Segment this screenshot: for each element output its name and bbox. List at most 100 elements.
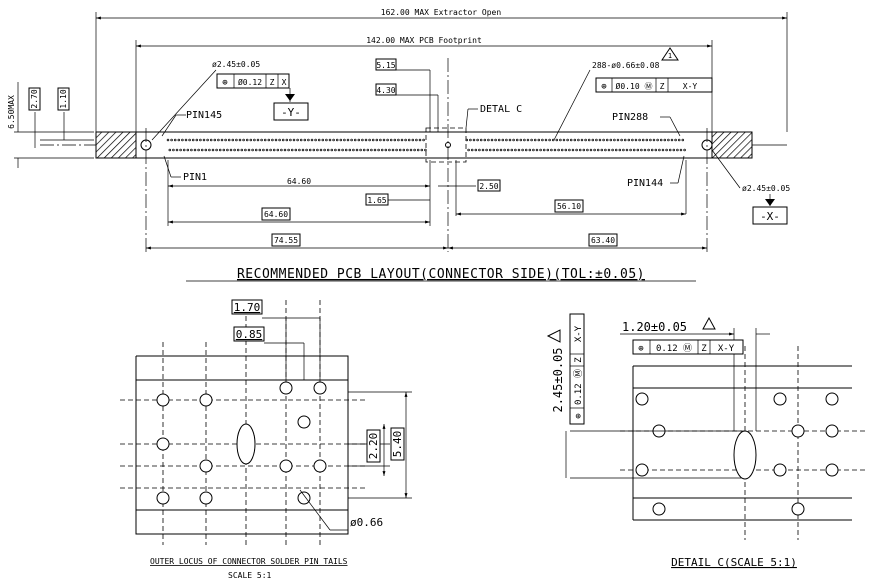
pin-dot: [656, 138, 659, 142]
pin-dot: [240, 148, 244, 152]
top-caption: RECOMMENDED PCB LAYOUT(CONNECTOR SIDE)(T…: [237, 267, 645, 282]
pin-dot: [532, 148, 535, 152]
detail-pin-hole: [791, 424, 805, 438]
pin-dot: [244, 148, 247, 152]
pin-dot: [289, 138, 292, 142]
pin-dot: [224, 138, 227, 142]
pin-dot: [596, 148, 600, 152]
pin-dot: [206, 138, 209, 142]
pin-dot: [568, 148, 571, 152]
pin-dot: [632, 148, 636, 152]
pin-dot: [652, 138, 656, 142]
solder-pin-hole: [156, 437, 170, 451]
pin-dot: [317, 138, 321, 142]
pin-dot: [638, 138, 641, 142]
pin-dot: [397, 138, 400, 142]
svg-text:Z: Z: [660, 82, 665, 91]
pin-dot: [575, 148, 578, 152]
pin-dot: [350, 138, 353, 142]
pin-dot: [276, 148, 280, 152]
pin-dot: [654, 148, 658, 152]
pin-dot: [209, 138, 213, 142]
pin-dot: [364, 138, 368, 142]
pin-dot: [483, 138, 487, 142]
pin-dot: [413, 148, 416, 152]
pin-dot: [537, 138, 541, 142]
pin-dot: [674, 138, 677, 142]
svg-text:⊕: ⊕: [638, 344, 643, 354]
pin-dot: [541, 138, 544, 142]
pin-dot: [238, 138, 242, 142]
pin-dot: [267, 138, 271, 142]
solder-pin-hole: [279, 459, 293, 473]
pin-dot: [166, 138, 170, 142]
solder-pin-hole: [297, 415, 311, 429]
pin-dot: [512, 138, 515, 142]
dim-165: 1.65: [367, 196, 386, 205]
pin-dot: [314, 138, 317, 142]
pin-dot: [258, 148, 262, 152]
pin-dot: [616, 138, 620, 142]
pin-dot: [487, 138, 490, 142]
pin-dot: [283, 148, 287, 152]
svg-text:0.12 Ⓜ: 0.12 Ⓜ: [573, 369, 584, 405]
pin-dot: [618, 148, 622, 152]
svg-text:X-Y: X-Y: [718, 344, 735, 354]
pin-dot: [492, 148, 496, 152]
pin-dot: [191, 138, 195, 142]
detail-pin-hole: [825, 392, 839, 406]
pin-dot: [544, 138, 548, 142]
detail-view: 2.45±0.05 ⊕ 0.12 Ⓜ Z X-Y 1.20±0.05 ⊕ 0.1…: [546, 313, 866, 569]
svg-text:⊕: ⊕: [574, 413, 584, 418]
pin-dot: [339, 138, 343, 142]
pin-dot: [631, 138, 634, 142]
pin-field: [166, 138, 686, 152]
pin-dot: [586, 148, 589, 152]
pin-dot: [323, 148, 326, 152]
pin-dot: [357, 138, 361, 142]
pin-dot: [319, 148, 323, 152]
svg-text:⊕: ⊕: [222, 78, 227, 88]
pin-dot: [359, 148, 362, 152]
detail-pin-hole: [652, 502, 666, 516]
pin-dot: [346, 138, 350, 142]
pin-dot: [335, 138, 339, 142]
pin-dot: [278, 138, 281, 142]
dim-extractor: 162.00 MAX Extractor Open: [381, 8, 502, 17]
pin-dot: [611, 148, 614, 152]
pin-dot: [355, 148, 359, 152]
pin-dot: [641, 138, 645, 142]
pin-dot: [188, 138, 191, 142]
datum-x: -X-: [760, 210, 780, 223]
pin-dot: [510, 148, 514, 152]
pin-dot: [625, 148, 629, 152]
pin-dot: [643, 148, 647, 152]
pin-dot: [416, 148, 420, 152]
pin-dot: [481, 148, 485, 152]
pin-dot: [517, 148, 521, 152]
pin-dot: [672, 148, 676, 152]
svg-text:⊕: ⊕: [601, 82, 606, 92]
dia-right: ø2.45±0.05: [742, 184, 790, 193]
pin-dot: [377, 148, 380, 152]
pin-dot: [470, 148, 474, 152]
pin-dot: [571, 148, 575, 152]
pin-dot: [393, 138, 397, 142]
svg-text:0.12 Ⓜ: 0.12 Ⓜ: [656, 343, 692, 354]
dim-h-110: 1.10: [59, 89, 68, 108]
pin-dot: [604, 148, 607, 152]
pin-dot: [595, 138, 598, 142]
pin-dot: [310, 138, 314, 142]
solder-pin-hole: [199, 491, 213, 505]
pin-dot: [294, 148, 298, 152]
dim-250: 2.50: [479, 182, 498, 191]
pin-dot: [334, 148, 337, 152]
pin-dot: [577, 138, 580, 142]
pin-dot: [386, 138, 389, 142]
pin-dot: [670, 138, 674, 142]
pin-dot: [352, 148, 355, 152]
pin-dot: [485, 148, 488, 152]
pin-dot: [379, 138, 382, 142]
pin-dot: [204, 148, 208, 152]
dim-430: 4.30: [376, 86, 395, 95]
